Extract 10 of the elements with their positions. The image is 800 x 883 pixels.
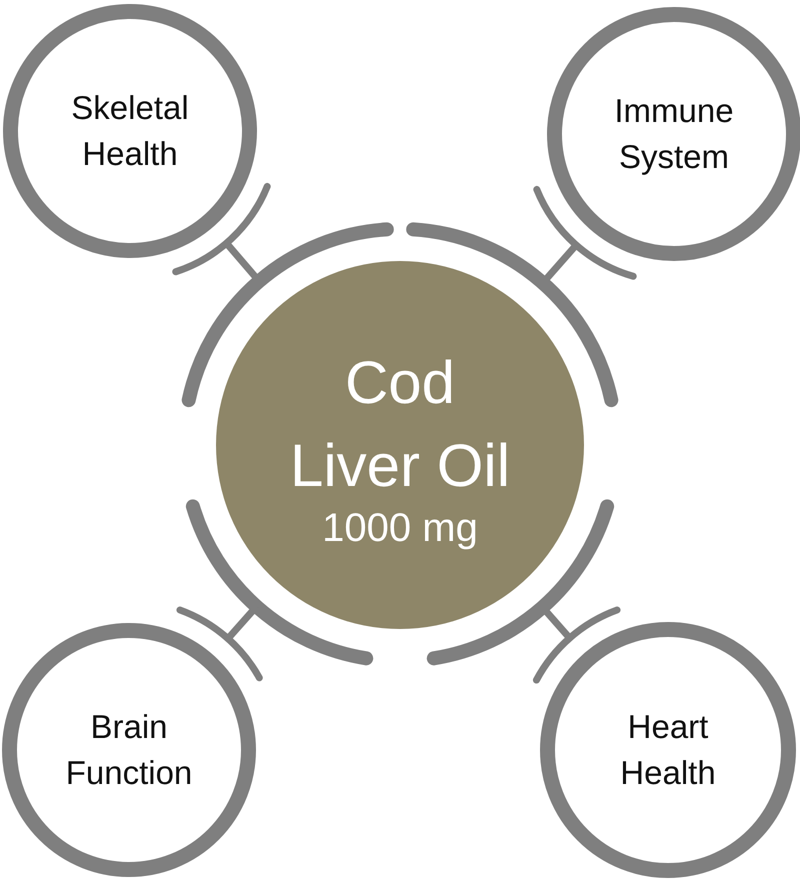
hub-circle xyxy=(216,261,584,629)
dose-label: 1000 mg xyxy=(322,508,478,548)
topic-label: Brain Function xyxy=(64,706,194,793)
topic-circle xyxy=(540,622,796,878)
topic-label: Heart Health xyxy=(619,706,717,793)
topic-circle xyxy=(3,4,257,258)
topic-circle xyxy=(2,623,256,877)
topic-label: Skeletal Health xyxy=(70,88,190,174)
product-name: Cod Liver Oil xyxy=(288,348,512,501)
topic-label: Immune System xyxy=(613,90,735,177)
